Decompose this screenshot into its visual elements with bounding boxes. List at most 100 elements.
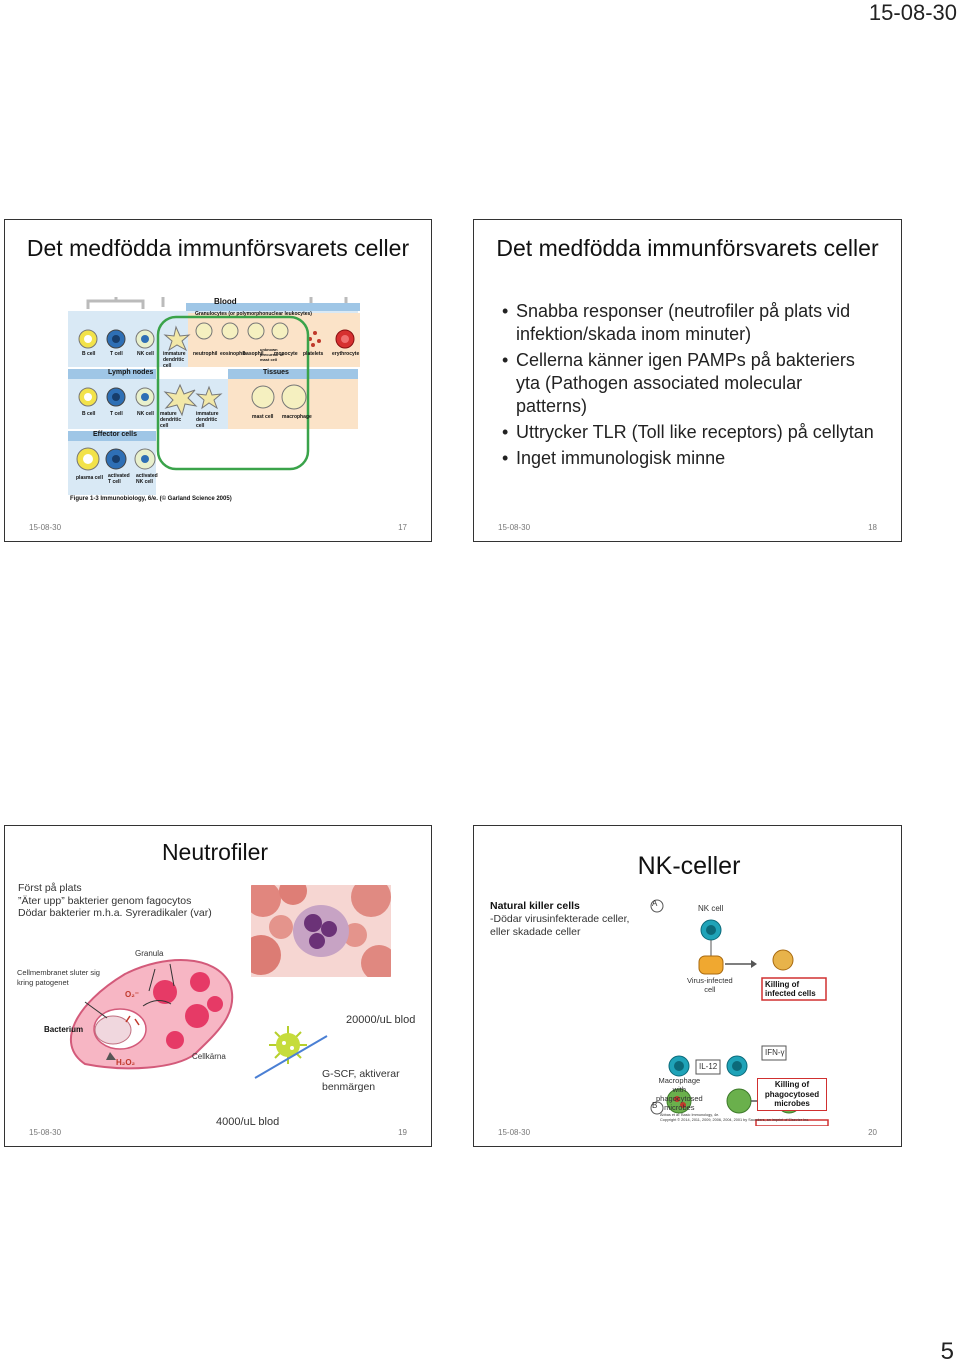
bullet-item: Inget immunologisk minne [502,447,874,470]
intro-line: ”Äter upp” bakterier genom fagocytos [18,894,192,907]
nk-cell-label-2: NK cell [137,411,154,417]
phagocytosis-diagram: Granula Cellmembranet sluter sig kring p… [15,944,245,1074]
neutrophil-micrograph [251,885,391,977]
immature-dc-label: immature dendritic cell [163,351,186,369]
bacterium-label: Bacterium [44,1025,84,1034]
macrophage-line: with [672,1085,687,1094]
erythrocyte-label: erythrocyte [332,351,360,357]
bacterium-icon [267,1024,309,1066]
slide-17: Det medfödda immunförsvarets celler [4,219,432,542]
slide-title-text: Neutrofiler [161,839,269,865]
slide-title: Det medfödda immunförsvarets celler [494,234,881,262]
lymph-nodes-label: Lymph nodes [108,369,154,376]
virus-infected-label: Virus-infected cell [687,976,733,994]
figure-credit: Abbas et al: Basic Immunology, 4e. Copyr… [660,1113,809,1123]
slide-19: Neutrofiler Först på plats ”Äter upp” ba… [4,825,432,1147]
slide-date: 15-08-30 [29,523,62,532]
b-cell-label-2: B cell [82,411,96,417]
immune-cell-diagram [68,297,360,495]
bullet-item: Uttrycker TLR (Toll like receptors) på c… [502,421,874,444]
nk-function-figure: A B NK cell Virus-infected cell Killing … [649,896,829,1127]
macrophage-label: Macrophage with phagocytosed microbes [656,1076,703,1112]
b-cell-label: B cell [82,351,96,357]
slide-20: NK-celler Natural killer cells -Dödar vi… [473,825,902,1147]
slide-title: Det medfödda immunförsvarets celler [25,234,411,262]
bullet-list: Snabba responser (neutrofiler på plats v… [502,300,874,473]
mature-dc-label: mature dendritic cell [160,411,182,429]
killing-phago-line: Killing of [774,1080,810,1089]
figure-caption: Figure 1-3 Immunobiology, 6/e. (© Garlan… [70,496,232,502]
tissues-label: Tissues [263,369,289,376]
credit-line: Abbas et al: Basic Immunology, 4e. [660,1113,720,1117]
membrane-label: Cellmembranet sluter sig kring patogenet [17,968,100,988]
count-high: 20000/uL blod [346,1014,416,1026]
killing-phago-line: microbes [774,1099,810,1108]
slide-number: 20 [868,1128,877,1137]
granulocytes-label: Granulocytes (or polymorphonuclear leuko… [195,311,312,317]
page-number: 5 [940,1338,954,1365]
virus-label-line: cell [704,985,716,994]
macrophage-line: Macrophage [658,1076,701,1085]
bullet-item: Snabba responser (neutrofiler på plats v… [502,300,874,346]
macrophage-line: phagocytosed [656,1094,703,1103]
slide-title-text: NK-celler [637,852,741,880]
slide-date: 15-08-30 [29,1128,62,1137]
slide-number: 17 [398,523,407,532]
intro-line: Först på plats [18,882,82,894]
bullet-item: Cellerna känner igen PAMPs på bakteriers… [502,349,874,418]
nucleus-label: Cellkärna [192,1052,226,1061]
slide-title-text: Det medfödda immunförsvarets celler [26,235,410,261]
trend-line [254,1035,328,1079]
panel-b-label: B [652,1101,658,1110]
nk-cell-label: NK cell [698,904,724,913]
micrograph-image [251,885,391,977]
phagocytosis-svg [69,959,234,1070]
neutrophil-label: neutrophil [193,351,218,357]
ifn-label: IFN-γ [765,1048,785,1057]
slide-number: 18 [868,523,877,532]
macrophage-line: microbes [664,1103,695,1112]
count-low: 4000/uL blod [216,1116,280,1128]
slide-title-text: Det medfödda immunförsvarets celler [496,235,879,261]
monocyte-label: monocyte [274,351,298,357]
blood-label: Blood [214,297,237,306]
membrane-line: Cellmembranet sluter sig [17,968,100,977]
slide-18: Det medfödda immunförsvarets celler Snab… [473,219,902,542]
virus-label-line: Virus-infected [687,976,733,985]
nk-description: -Dödar virusinfekterade celler, eller sk… [490,913,629,939]
neutrophil-intro: Först på plats ”Äter upp” bakterier geno… [18,882,212,920]
effector-cells-label: Effector cells [93,431,137,438]
t-cell-label-2: T cell [110,411,123,417]
slide-date: 15-08-30 [498,523,531,532]
nk-heading: Natural killer cells [490,900,580,912]
immune-cell-figure: Blood Granulocytes (or polymorphonuclear… [68,297,360,507]
killing-infected-label: Killing of infected cells [765,980,816,998]
slide-date: 15-08-30 [498,1128,531,1137]
killing-infected-line: Killing of [765,980,800,989]
unknown-precursor-label: unknown precursor of mast cell [260,347,284,362]
killing-phago-box: Killing of phagocytosed microbes [757,1078,827,1111]
immature-dc-label-2: immature dendritic cell [196,411,219,429]
killing-infected-line: infected cells [765,989,816,998]
slide-number: 19 [398,1128,407,1137]
nk-cell-label: NK cell [137,351,154,357]
activated-nk-label: activated NK cell [136,473,158,485]
plasma-cell-label: plasma cell [76,475,103,481]
platelets-label: platelets [303,351,324,357]
il12-label: IL-12 [699,1062,718,1071]
nk-desc-line: eller skadade celler [490,926,581,938]
killing-phago-line: phagocytosed [764,1089,820,1099]
killing-phago-label: Killing of phagocytosed microbes [760,1080,824,1109]
nk-diagram [650,899,829,1127]
basophil-label: basophil [243,351,264,357]
macrophage-label: macrophage [282,414,312,420]
membrane-line: kring patogenet [17,978,69,987]
nk-desc-line: -Dödar virusinfekterade celler, [490,913,630,925]
slide-title: Neutrofiler [115,838,315,866]
gcsf-line: benmärgen [322,1081,376,1093]
gcsf-line: G-SCF, aktiverar [322,1068,400,1080]
intro-line: Dödar bakterier m.h.a. Syreradikaler (va… [18,907,212,919]
panel-a-label: A [652,899,658,908]
activated-t-label: activated T cell [108,473,130,485]
gcsf-note: G-SCF, aktiverar benmärgen [322,1068,400,1094]
